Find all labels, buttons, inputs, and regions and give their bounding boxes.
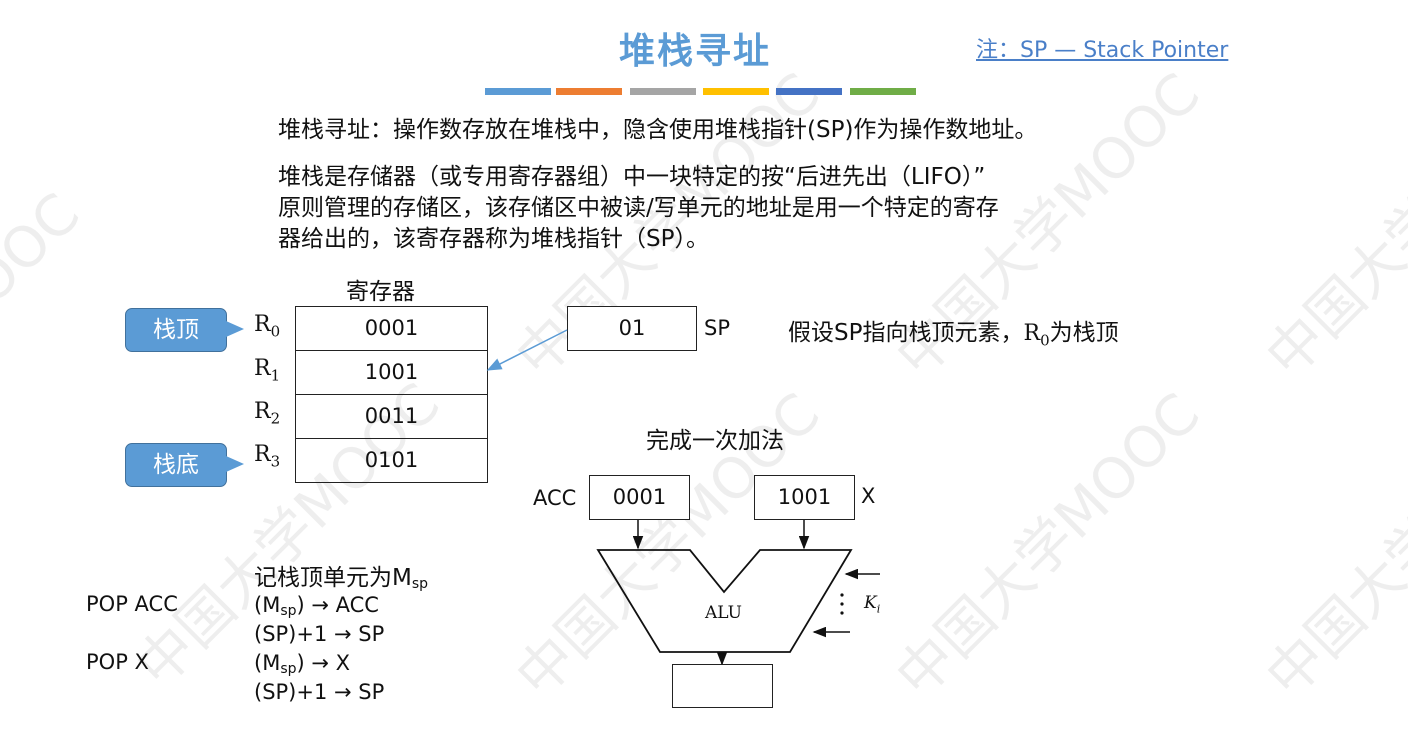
register-cell-r3: 0101: [296, 438, 487, 482]
color-bar-3: [630, 88, 696, 95]
x-label: X: [861, 484, 876, 508]
sp-pointer-arrow: [486, 329, 568, 371]
x-box: 1001: [754, 475, 855, 520]
color-bar-6: [850, 88, 916, 95]
alu-shape: [596, 549, 853, 653]
register-cell-r1: 1001: [296, 350, 487, 394]
k-label: Ki: [864, 593, 881, 616]
register-label-r3: R3: [254, 442, 281, 471]
sp-register-box: 01: [567, 306, 697, 351]
sp-label: SP: [704, 316, 730, 340]
alu-output-box: [672, 664, 773, 708]
stack-bottom-callout: 栈底: [125, 443, 244, 487]
pop-acc-instruction: POP ACC: [86, 592, 178, 616]
color-bar-5: [776, 88, 842, 95]
pop-x-step-1: (Msp) → X: [254, 651, 351, 677]
note-link[interactable]: 注：SP — Stack Pointer: [976, 38, 1229, 63]
pop-x-step-2: (SP)+1 → SP: [254, 680, 385, 704]
alu-caption: 完成一次加法: [646, 428, 784, 454]
assumption-text: 假设SP指向栈顶元素，R0为栈顶: [788, 320, 1119, 350]
pop-acc-step-1: (Msp) → ACC: [254, 593, 379, 619]
register-label-r1: R1: [254, 356, 281, 385]
description-line-3: 器给出的，该寄存器称为堆栈指针（SP）。: [278, 226, 709, 252]
msp-heading: 记栈顶单元为Msp: [254, 565, 429, 592]
color-bar-4: [703, 88, 769, 95]
color-bar-2: [556, 88, 622, 95]
description-line-1: 堆栈是存储器（或专用寄存器组）中一块特定的按“后进先出（LIFO）”: [278, 164, 986, 190]
register-label-r0: R0: [254, 312, 281, 341]
stack-top-callout: 栈顶: [125, 308, 244, 352]
register-cell-r2: 0011: [296, 394, 487, 438]
pop-x-instruction: POP X: [86, 650, 149, 674]
definition-paragraph: 堆栈寻址：操作数存放在堆栈中，隐含使用堆栈指针(SP)作为操作数地址。: [278, 117, 1038, 143]
page-title: 堆栈寻址: [618, 31, 771, 72]
k-dots: [840, 593, 844, 615]
register-cell-r0: 0001: [364, 316, 419, 340]
register-label-r2: R2: [254, 399, 281, 428]
description-line-2: 原则管理的存储区，该存储区中被读/写单元的地址是用一个特定的寄存: [278, 195, 999, 221]
acc-box: 0001: [589, 475, 690, 520]
register-header: 寄存器: [346, 279, 415, 305]
register-table: 0001 1001 0011 0101: [295, 306, 488, 483]
acc-label: ACC: [533, 486, 577, 510]
alu-label: ALU: [705, 603, 742, 623]
pop-acc-step-2: (SP)+1 → SP: [254, 622, 385, 646]
color-bar-1: [485, 88, 551, 95]
